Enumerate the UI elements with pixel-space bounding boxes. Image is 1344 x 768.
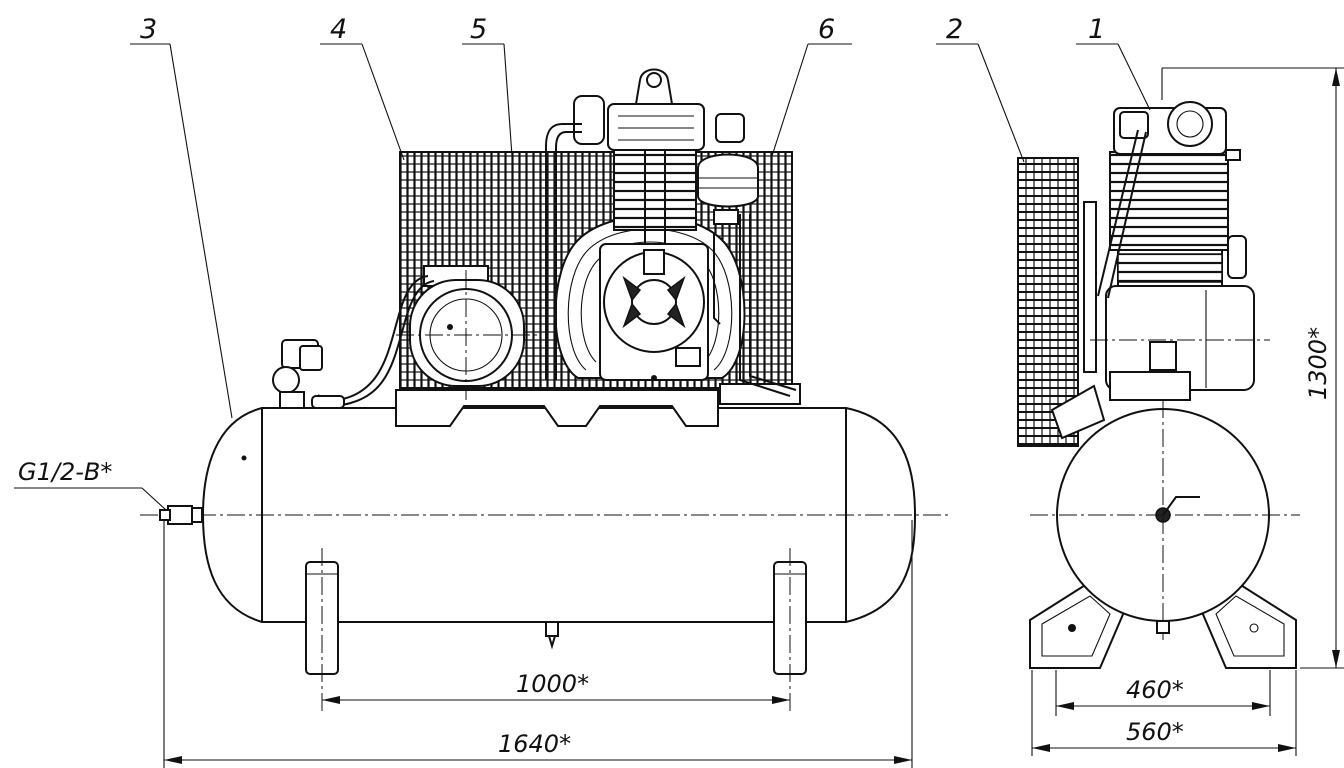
crankcase — [599, 243, 709, 381]
side-view — [1017, 101, 1300, 669]
cooling-pipe — [739, 214, 791, 397]
side-cooler-grille — [1017, 157, 1079, 447]
dimension-1000: 1000* — [516, 670, 589, 698]
front-view — [140, 68, 950, 712]
port-label: G1/2-B* — [18, 458, 112, 486]
cylinder-block — [613, 149, 697, 244]
callout-2: 2 — [946, 14, 963, 45]
labels: 3 4 5 6 2 1 G1/2-B* 1000* 1640* 460* 560… — [18, 14, 1332, 758]
base-frame — [395, 383, 801, 427]
dimension-460: 460* — [1126, 676, 1184, 704]
drain-valve — [545, 621, 559, 650]
discharge-pipe — [545, 123, 582, 380]
callout-leaders — [14, 43, 1151, 511]
dimension-lines — [163, 67, 1344, 768]
side-tank — [1030, 400, 1300, 640]
tank-foot-right — [773, 548, 807, 712]
outlet-port — [159, 505, 203, 525]
callout-3: 3 — [140, 14, 157, 45]
dimension-1300: 1300* — [1304, 327, 1332, 400]
callout-5: 5 — [470, 14, 487, 45]
side-foot-right — [1200, 580, 1297, 669]
electric-motor — [396, 265, 540, 400]
air-receiver-tank — [140, 407, 950, 623]
pressure-switch — [272, 339, 345, 409]
callout-6: 6 — [818, 14, 835, 45]
dimension-1640: 1640* — [498, 730, 571, 758]
cylinder-head — [573, 68, 745, 151]
callout-4: 4 — [330, 14, 347, 45]
callout-1: 1 — [1088, 14, 1105, 45]
side-compressor — [1050, 101, 1270, 440]
intake-filter — [697, 153, 759, 225]
dimension-560: 560* — [1126, 718, 1184, 746]
tank-foot-left — [305, 548, 339, 712]
side-foot-left — [1029, 580, 1126, 669]
